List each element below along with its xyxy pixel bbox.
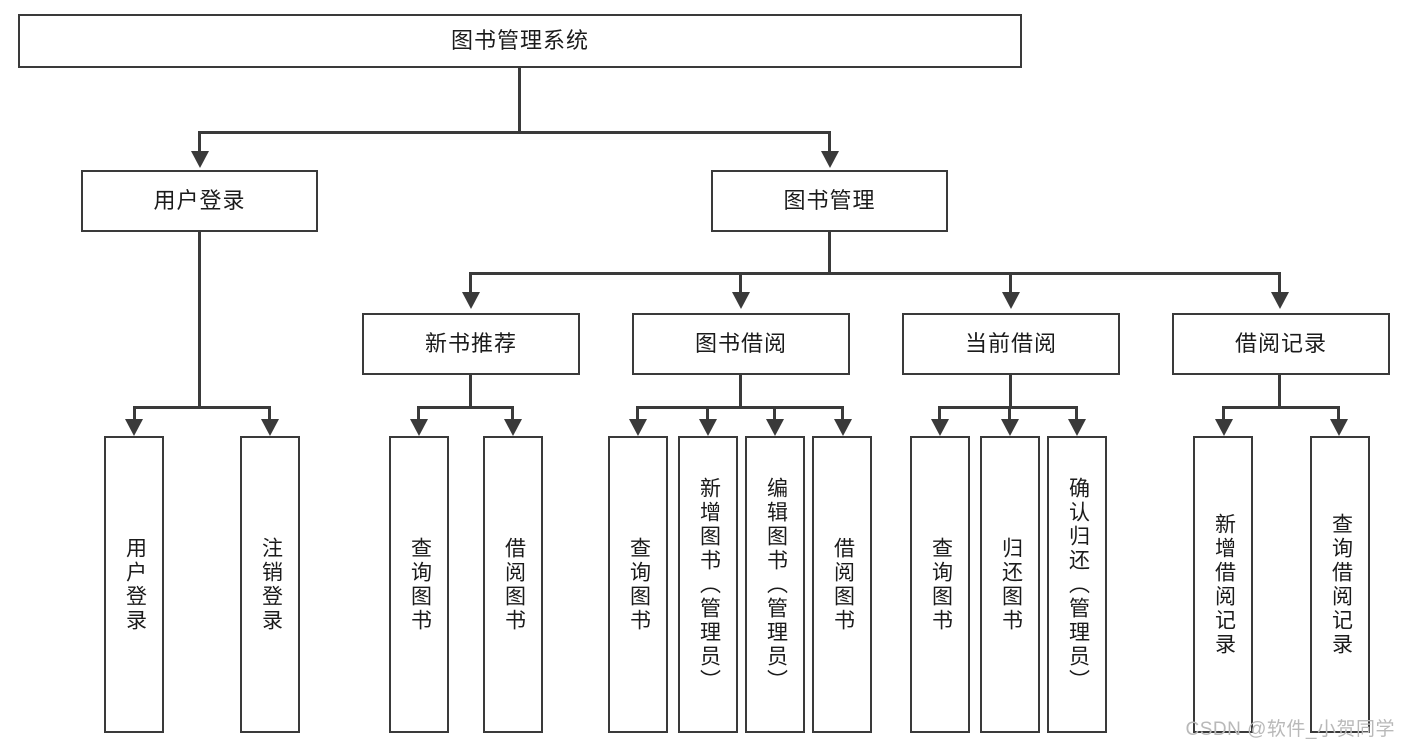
connector-current-borrow-stem bbox=[1009, 375, 1012, 408]
node-leaf-add-book-label: 新增图书（管理员） bbox=[697, 476, 721, 693]
connector-to-leaf-return-book bbox=[1008, 406, 1011, 421]
connector-to-leaf-borrow-book-1 bbox=[511, 406, 514, 421]
connector-new-book-rec-bus bbox=[417, 406, 514, 409]
node-leaf-query-book-1[interactable]: 查询图书 bbox=[389, 436, 449, 733]
node-leaf-borrow-book-2[interactable]: 借阅图书 bbox=[812, 436, 872, 733]
node-leaf-add-record-label: 新增借阅记录 bbox=[1212, 512, 1236, 657]
arrowhead-to-leaf-edit-book bbox=[766, 419, 784, 436]
node-current-borrow-label: 当前借阅 bbox=[964, 331, 1057, 357]
arrowhead-to-leaf-user-login bbox=[125, 419, 143, 436]
arrowhead-to-leaf-query-book-1 bbox=[410, 419, 428, 436]
connector-user-login-bus bbox=[133, 406, 271, 409]
connector-level2-bus bbox=[469, 272, 1281, 275]
node-user-login-label: 用户登录 bbox=[153, 188, 246, 214]
arrowhead-to-leaf-logout bbox=[261, 419, 279, 436]
connector-to-book-manage bbox=[828, 131, 831, 153]
node-leaf-borrow-book-1-label: 借阅图书 bbox=[502, 536, 526, 633]
node-leaf-query-book-3-label: 查询图书 bbox=[929, 536, 953, 633]
connector-borrow-record-bus bbox=[1222, 406, 1340, 409]
arrowhead-to-leaf-query-record bbox=[1330, 419, 1348, 436]
arrowhead-to-leaf-return-book bbox=[1001, 419, 1019, 436]
node-leaf-return-book[interactable]: 归还图书 bbox=[980, 436, 1040, 733]
node-root-label: 图书管理系统 bbox=[450, 28, 589, 54]
node-leaf-query-record[interactable]: 查询借阅记录 bbox=[1310, 436, 1370, 733]
arrowhead-to-leaf-add-book bbox=[699, 419, 717, 436]
connector-to-leaf-query-book-1 bbox=[417, 406, 420, 421]
node-leaf-return-book-label: 归还图书 bbox=[999, 536, 1023, 633]
arrowhead-to-new-book-rec bbox=[462, 292, 480, 309]
connector-root-stem bbox=[518, 68, 521, 132]
connector-to-new-book-rec bbox=[469, 272, 472, 294]
node-user-login[interactable]: 用户登录 bbox=[81, 170, 318, 232]
node-leaf-query-record-label: 查询借阅记录 bbox=[1329, 512, 1353, 657]
node-leaf-edit-book[interactable]: 编辑图书（管理员） bbox=[745, 436, 805, 733]
node-book-manage[interactable]: 图书管理 bbox=[711, 170, 948, 232]
node-root[interactable]: 图书管理系统 bbox=[18, 14, 1022, 68]
connector-book-manage-stem bbox=[828, 232, 831, 274]
connector-to-leaf-add-record bbox=[1222, 406, 1225, 421]
connector-to-current-borrow bbox=[1009, 272, 1012, 294]
node-leaf-confirm-return-label: 确认归还（管理员） bbox=[1066, 476, 1090, 693]
node-borrow-record[interactable]: 借阅记录 bbox=[1172, 313, 1390, 375]
arrowhead-to-leaf-confirm-return bbox=[1068, 419, 1086, 436]
node-leaf-query-book-2-label: 查询图书 bbox=[627, 536, 651, 633]
node-leaf-add-book[interactable]: 新增图书（管理员） bbox=[678, 436, 738, 733]
node-book-borrow-label: 图书借阅 bbox=[694, 331, 787, 357]
csdn-watermark: CSDN @软件_小贺同学 bbox=[1185, 719, 1395, 740]
connector-to-leaf-query-book-3 bbox=[938, 406, 941, 421]
connector-to-user-login bbox=[198, 131, 201, 153]
connector-new-book-rec-stem bbox=[469, 375, 472, 408]
connector-to-leaf-edit-book bbox=[773, 406, 776, 421]
node-leaf-logout-label: 注销登录 bbox=[259, 536, 283, 633]
node-new-book-rec-label: 新书推荐 bbox=[424, 331, 517, 357]
arrowhead-to-book-manage bbox=[821, 151, 839, 168]
node-leaf-logout[interactable]: 注销登录 bbox=[240, 436, 300, 733]
node-leaf-edit-book-label: 编辑图书（管理员） bbox=[764, 476, 788, 693]
arrowhead-to-book-borrow bbox=[732, 292, 750, 309]
node-book-manage-label: 图书管理 bbox=[783, 188, 876, 214]
arrowhead-to-user-login bbox=[191, 151, 209, 168]
connector-to-leaf-query-book-2 bbox=[636, 406, 639, 421]
arrowhead-to-leaf-borrow-book-2 bbox=[834, 419, 852, 436]
connector-to-leaf-add-book bbox=[706, 406, 709, 421]
arrowhead-to-leaf-query-book-3 bbox=[931, 419, 949, 436]
connector-to-leaf-logout bbox=[268, 406, 271, 421]
connector-to-leaf-borrow-book-2 bbox=[841, 406, 844, 421]
connector-to-leaf-query-record bbox=[1337, 406, 1340, 421]
connector-to-leaf-user-login bbox=[133, 406, 136, 421]
connector-book-borrow-stem bbox=[739, 375, 742, 408]
node-book-borrow[interactable]: 图书借阅 bbox=[632, 313, 850, 375]
node-borrow-record-label: 借阅记录 bbox=[1234, 331, 1327, 357]
node-new-book-rec[interactable]: 新书推荐 bbox=[362, 313, 580, 375]
node-leaf-borrow-book-1[interactable]: 借阅图书 bbox=[483, 436, 543, 733]
connector-level1-bus bbox=[198, 131, 830, 134]
arrowhead-to-current-borrow bbox=[1002, 292, 1020, 309]
connector-user-login-stem bbox=[198, 232, 201, 408]
node-leaf-confirm-return[interactable]: 确认归还（管理员） bbox=[1047, 436, 1107, 733]
node-leaf-user-login[interactable]: 用户登录 bbox=[104, 436, 164, 733]
arrowhead-to-borrow-record bbox=[1271, 292, 1289, 309]
connector-book-borrow-bus bbox=[636, 406, 844, 409]
node-current-borrow[interactable]: 当前借阅 bbox=[902, 313, 1120, 375]
connector-borrow-record-stem bbox=[1278, 375, 1281, 408]
connector-to-borrow-record bbox=[1278, 272, 1281, 294]
connector-to-leaf-confirm-return bbox=[1075, 406, 1078, 421]
node-leaf-borrow-book-2-label: 借阅图书 bbox=[831, 536, 855, 633]
arrowhead-to-leaf-add-record bbox=[1215, 419, 1233, 436]
arrowhead-to-leaf-query-book-2 bbox=[629, 419, 647, 436]
connector-to-book-borrow bbox=[739, 272, 742, 294]
arrowhead-to-leaf-borrow-book-1 bbox=[504, 419, 522, 436]
node-leaf-query-book-2[interactable]: 查询图书 bbox=[608, 436, 668, 733]
node-leaf-add-record[interactable]: 新增借阅记录 bbox=[1193, 436, 1253, 733]
node-leaf-user-login-label: 用户登录 bbox=[123, 536, 147, 633]
node-leaf-query-book-3[interactable]: 查询图书 bbox=[910, 436, 970, 733]
node-leaf-query-book-1-label: 查询图书 bbox=[408, 536, 432, 633]
